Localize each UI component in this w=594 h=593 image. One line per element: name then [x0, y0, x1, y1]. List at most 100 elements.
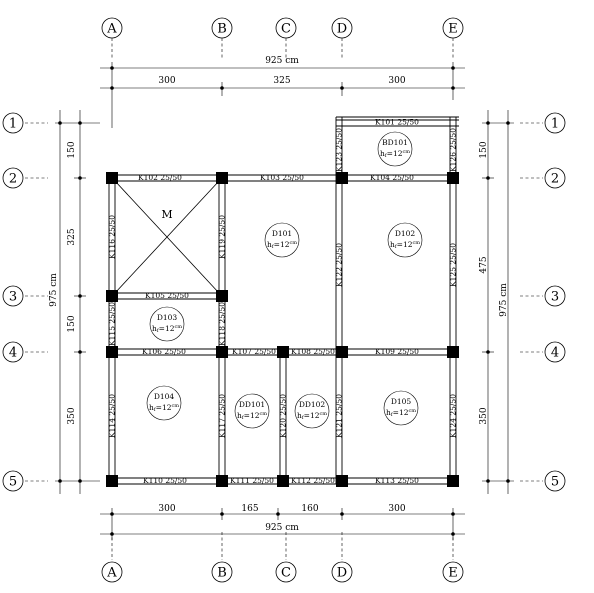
slab-thickness: hf=12cm	[297, 411, 327, 421]
column-a3	[106, 290, 118, 302]
beam-label-k124: K124 25/50	[449, 394, 458, 438]
beam-label-k111: K111 25/50	[230, 476, 274, 485]
axis-label-1-left: 1	[9, 117, 17, 132]
slab-name: D105	[391, 397, 412, 406]
slab-tag-dd101: DD101 hf=12cm	[234, 393, 270, 429]
slab-name: D101	[272, 229, 292, 238]
slab-name: DD101	[239, 400, 265, 409]
dim-bottom-span-cd: 160	[301, 504, 318, 514]
beam-label-k121: K121 25/50	[335, 394, 344, 438]
axis-label-b-top: B	[217, 22, 227, 37]
axis-label-5-right: 5	[551, 475, 559, 490]
beam-label-k104: K104 25/50	[370, 173, 414, 182]
slab-thickness: hf=12cm	[237, 411, 267, 421]
axis-label-5-left: 5	[9, 475, 17, 490]
column-d5	[336, 475, 348, 487]
slab-tags: D101 hf=12cm D102 hf=12cm D103 hf=12cm D…	[146, 131, 423, 429]
slab-name: D102	[395, 229, 416, 238]
slab-thickness: hf=12cm	[267, 240, 297, 250]
column-a4	[106, 346, 118, 358]
beam-label-k110: K110 25/50	[143, 476, 187, 485]
dim-top-span-bd: 325	[273, 76, 290, 86]
dim-left-span-23: 325	[67, 228, 77, 245]
axis-label-2-left: 2	[9, 172, 17, 187]
column-c5	[277, 475, 289, 487]
beam-label-k125: K125 25/50	[449, 243, 458, 287]
dim-right-span-12: 150	[479, 141, 489, 158]
dim-left-total: 975 cm	[49, 273, 59, 307]
dim-bottom-span-de: 300	[388, 504, 405, 514]
slab-tag-d101: D101 hf=12cm	[264, 222, 300, 258]
dim-bottom-span-ab: 300	[158, 504, 175, 514]
slab-name: DD102	[299, 400, 326, 409]
axis-label-a-top: A	[106, 22, 117, 37]
column-a5	[106, 475, 118, 487]
void-label: M	[161, 208, 172, 221]
beam-label-k108: K108 25/50	[291, 347, 335, 356]
beam-label-k120: K120 25/50	[279, 394, 288, 438]
columns	[106, 172, 459, 487]
axis-label-3-right: 3	[551, 290, 559, 305]
beam-label-k116: K116 25/50	[108, 215, 117, 259]
beam-label-k112: K112 25/50	[291, 476, 335, 485]
axis-label-c-top: C	[281, 22, 291, 37]
slab-tag-d102: D102 hf=12cm	[387, 222, 423, 258]
slab-tag-d103: D103 hf=12cm	[149, 306, 185, 342]
beam-label-k117: K117 25/50	[218, 394, 227, 438]
beam-label-k106: K106 25/50	[142, 347, 186, 356]
axis-label-b-bottom: B	[217, 566, 227, 581]
axis-label-c-bottom: C	[281, 566, 291, 581]
dim-top-total: 925 cm	[265, 56, 299, 66]
beam-label-k101: K101 25/50	[375, 118, 419, 127]
column-d2	[336, 172, 348, 184]
axis-label-e-bottom: E	[448, 566, 458, 581]
slab-name: BD101	[382, 138, 408, 147]
axis-label-3-left: 3	[9, 290, 17, 305]
slab-tag-bd101: BD101 hf=12cm	[377, 131, 413, 167]
dimension-texts: 925 cm 300 325 300 300 165 160 300 925 c…	[49, 56, 509, 533]
dim-top-span-de: 300	[388, 76, 405, 86]
beam-labels: K101 25/50 K102 25/50 K103 25/50 K104 25…	[108, 118, 458, 486]
beam-label-k103: K103 25/50	[260, 173, 304, 182]
axis-label-a-bottom: A	[106, 566, 117, 581]
axis-bubbles	[2, 17, 566, 583]
column-a2	[106, 172, 118, 184]
axis-lines	[25, 38, 543, 560]
column-c4	[277, 346, 289, 358]
beam-label-k123: K123 25/50	[335, 128, 344, 172]
beam-label-k119: K119 25/50	[218, 215, 227, 259]
column-d4	[336, 346, 348, 358]
beam-label-k107: K107 25/50	[232, 347, 276, 356]
slab-thickness: hf=12cm	[149, 403, 179, 413]
axis-label-4-left: 4	[9, 346, 17, 361]
slab-tag-d105: D105 hf=12cm	[383, 390, 419, 426]
axis-label-d-bottom: D	[337, 566, 347, 581]
axis-label-1-right: 1	[551, 117, 559, 132]
void-cross	[114, 180, 220, 294]
slab-thickness: hf=12cm	[386, 408, 416, 418]
column-e4	[447, 346, 459, 358]
column-b5	[216, 475, 228, 487]
column-b3	[216, 290, 228, 302]
beam-label-k114: K114 25/50	[108, 394, 117, 438]
beam-label-k126: K126 25/50	[449, 128, 458, 172]
axis-label-2-right: 2	[551, 172, 559, 187]
beam-label-k122: K122 25/50	[335, 243, 344, 287]
axis-label-4-right: 4	[551, 346, 559, 361]
beam-label-k118: K118 25/50	[218, 302, 227, 346]
dim-right-total: 975 cm	[499, 283, 509, 317]
dim-left-span-34: 150	[67, 315, 77, 332]
dim-right-span-45: 350	[479, 407, 489, 424]
beam-label-k102: K102 25/50	[138, 173, 182, 182]
slab-thickness: hf=12cm	[380, 149, 410, 159]
dim-bottom-span-bc: 165	[241, 504, 258, 514]
dim-bottom-total: 925 cm	[265, 523, 299, 533]
slab-tag-d104: D104 hf=12cm	[146, 385, 182, 421]
dimension-ticks	[58, 66, 510, 536]
dim-top-span-ab: 300	[158, 76, 175, 86]
beam-label-k113: K113 25/50	[375, 476, 419, 485]
beam-label-k105: K105 25/50	[145, 291, 189, 300]
axis-labels: A A B B C C D D E E 1 1 2 2 3 3 4 4 5 5	[9, 22, 559, 581]
column-e5	[447, 475, 459, 487]
